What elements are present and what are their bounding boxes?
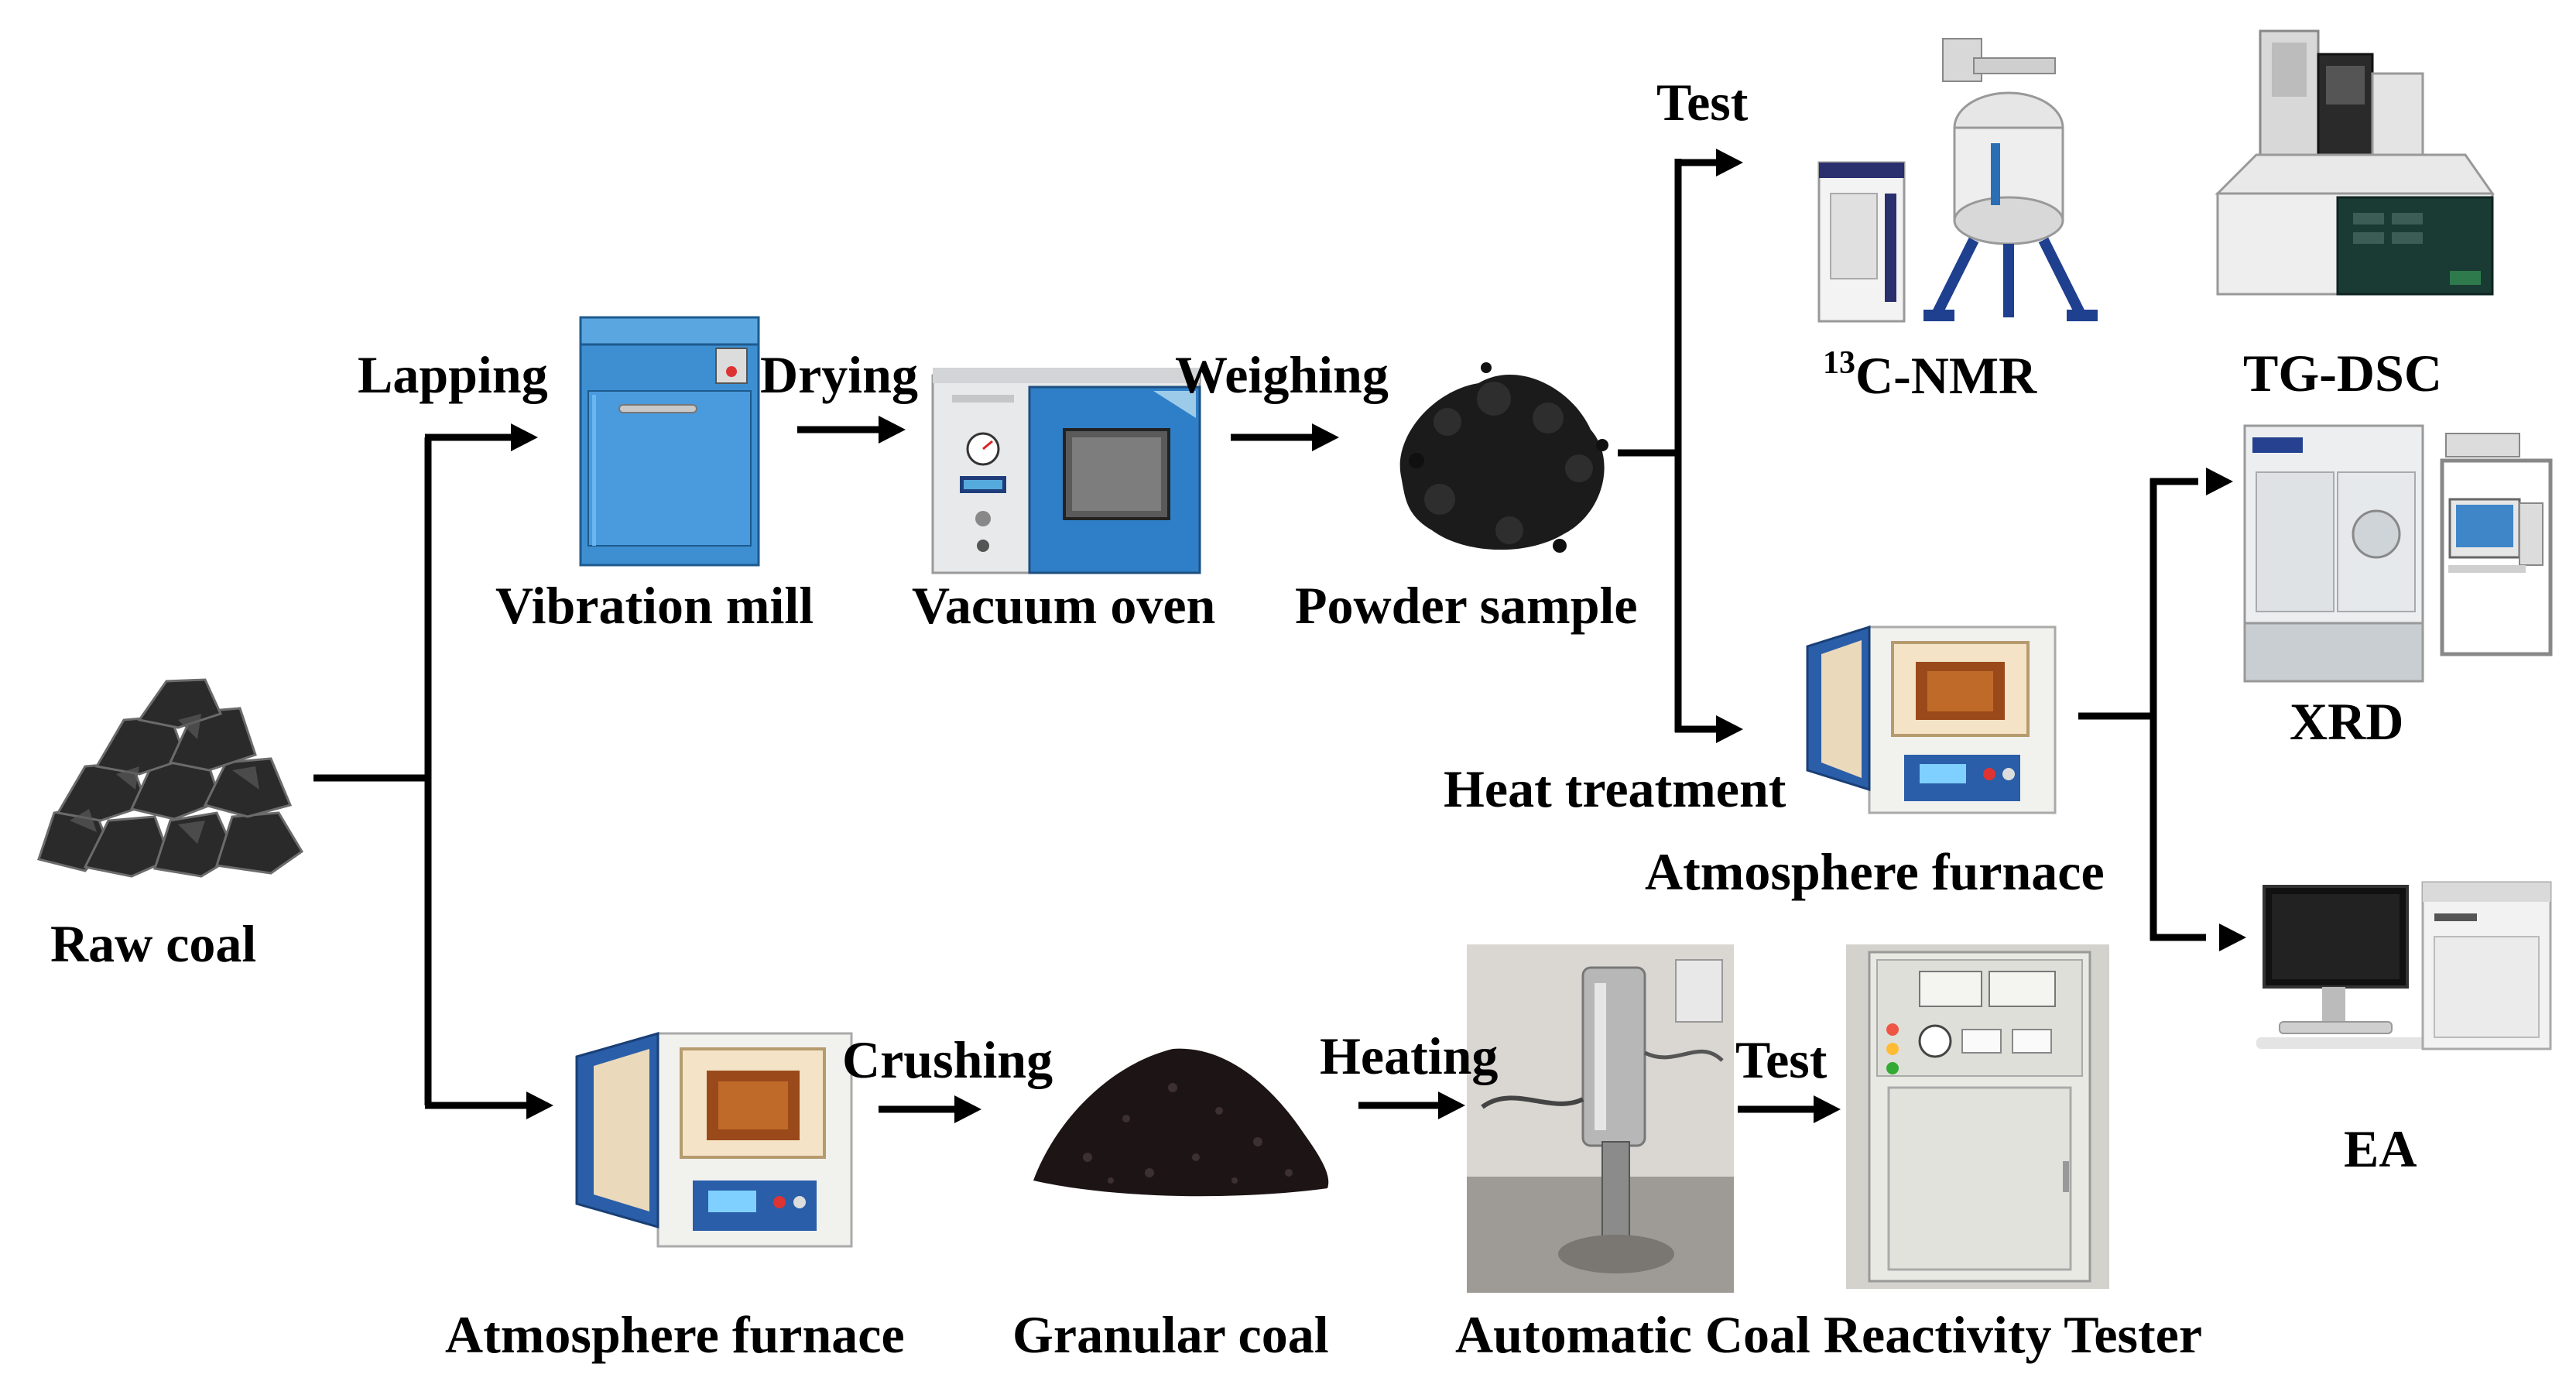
ea-instrument-image xyxy=(2256,881,2552,1050)
label-automatic-coal-reactivity-tester: Automatic Coal Reactivity Tester xyxy=(1455,1305,2203,1364)
arrowhead-lapping xyxy=(511,423,538,451)
arrowhead-test-top xyxy=(1716,149,1743,176)
atmosphere-furnace-top-image xyxy=(1806,625,2057,814)
label-raw-coal: Raw coal xyxy=(50,914,257,973)
arrowhead-test-bottom xyxy=(1814,1095,1841,1123)
arrowhead-drying xyxy=(879,416,906,444)
arrowhead-ea xyxy=(2219,924,2246,951)
arrowhead-xrd xyxy=(2206,468,2233,495)
arrowhead-weighing xyxy=(1312,423,1339,451)
label-xrd: XRD xyxy=(2290,692,2404,751)
label-atmosphere-furnace-bottom: Atmosphere furnace xyxy=(445,1305,905,1364)
nmr-instrument-image xyxy=(1817,38,2098,323)
reactivity-tester-cabinet-image xyxy=(1846,944,2109,1289)
label-crushing: Crushing xyxy=(842,1030,1053,1089)
label-lapping: Lapping xyxy=(358,345,548,404)
arrowhead-crushing xyxy=(954,1095,981,1123)
arrowhead-heat-treatment xyxy=(1716,715,1743,743)
arrowhead-heating xyxy=(1438,1091,1465,1119)
label-13c-nmr-text: C-NMR xyxy=(1855,346,2037,405)
label-weighing: Weighing xyxy=(1175,345,1389,404)
label-test-bottom: Test xyxy=(1735,1030,1828,1089)
xrd-instrument-image xyxy=(2243,424,2553,683)
label-vibration-mill: Vibration mill xyxy=(495,576,814,635)
tg-dsc-instrument-image xyxy=(2215,29,2495,296)
label-granular-coal: Granular coal xyxy=(1012,1305,1329,1364)
label-test-top: Test xyxy=(1656,73,1749,132)
atmosphere-furnace-bottom-image xyxy=(575,1032,853,1248)
vibration-mill-image xyxy=(579,316,760,567)
label-drying: Drying xyxy=(760,345,918,404)
label-heat-treatment: Heat treatment xyxy=(1444,759,1786,818)
label-atmosphere-furnace-top: Atmosphere furnace xyxy=(1645,842,2105,901)
label-ea: EA xyxy=(2344,1119,2417,1178)
label-13c-nmr: 13C-NMR xyxy=(1823,347,2036,402)
vacuum-oven-image xyxy=(931,368,1201,574)
arrowhead-atmosphere-furnace xyxy=(526,1091,553,1119)
raw-coal-image xyxy=(37,678,304,878)
powder-sample-image xyxy=(1399,362,1608,553)
label-powder-sample: Powder sample xyxy=(1295,576,1638,635)
granular-coal-image xyxy=(1033,1048,1329,1197)
label-vacuum-oven: Vacuum oven xyxy=(912,576,1216,635)
label-heating: Heating xyxy=(1320,1026,1499,1085)
reactivity-tester-heating-unit-image xyxy=(1467,944,1734,1293)
label-13c-nmr-superscript: 13 xyxy=(1823,345,1855,381)
label-tg-dsc: TG-DSC xyxy=(2243,344,2442,403)
